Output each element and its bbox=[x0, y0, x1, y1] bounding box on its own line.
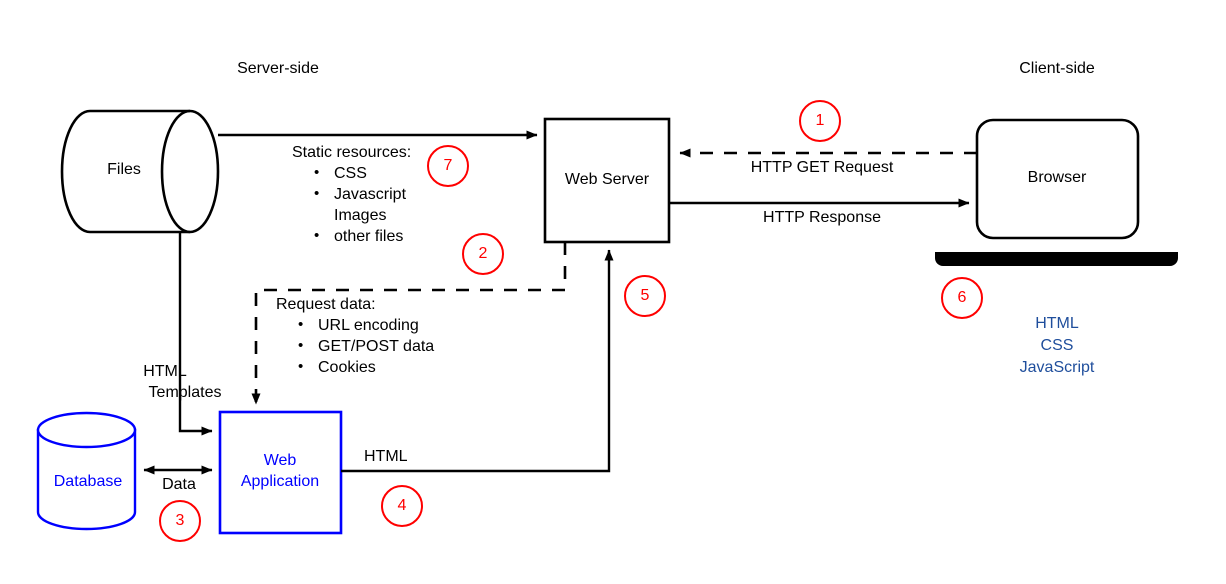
files-cylinder bbox=[60, 109, 220, 234]
list-item: CSS bbox=[314, 162, 411, 184]
list-item: Javascript bbox=[314, 183, 411, 205]
web-server-box bbox=[543, 117, 671, 244]
client-tech-javascript: JavaScript bbox=[1019, 359, 1095, 376]
list-item: GET/POST data bbox=[298, 335, 434, 357]
edge-label-http-response: HTTP Response bbox=[763, 209, 881, 226]
step-marker-4: 4 bbox=[381, 485, 423, 527]
request-data-list: Request data: URL encoding GET/POST data… bbox=[276, 294, 434, 378]
node-label-web-server: Web Server bbox=[564, 171, 650, 188]
list-item: other files bbox=[314, 225, 411, 247]
web-application-box bbox=[218, 410, 343, 535]
list-item: URL encoding bbox=[298, 314, 434, 336]
client-tech-css: CSS bbox=[1040, 337, 1074, 354]
edge-html bbox=[341, 249, 614, 473]
static-resources-list: Static resources: CSS Javascript Images … bbox=[292, 142, 411, 247]
database-cylinder bbox=[36, 411, 137, 531]
static-resources-header: Static resources: bbox=[292, 144, 412, 161]
edge-label-html-templates-line2: Templates bbox=[148, 384, 222, 401]
step-marker-2: 2 bbox=[462, 233, 504, 275]
request-data-header: Request data: bbox=[276, 296, 376, 313]
step-marker-1: 1 bbox=[799, 100, 841, 142]
edge-label-http-get-request: HTTP GET Request bbox=[750, 159, 894, 176]
node-label-web-application-line2: Application bbox=[240, 473, 320, 490]
edge-label-html: HTML bbox=[364, 448, 408, 465]
step-marker-3: 3 bbox=[159, 500, 201, 542]
client-tech-stack: HTML CSS JavaScript bbox=[1020, 313, 1095, 379]
list-item: Images bbox=[334, 207, 387, 224]
list-item: Cookies bbox=[298, 356, 434, 378]
edge-request-data bbox=[251, 242, 567, 405]
edge-html-templates bbox=[178, 232, 213, 436]
node-label-files: Files bbox=[107, 161, 141, 178]
step-marker-6: 6 bbox=[941, 277, 983, 319]
edge-label-html-templates-line1: HTML bbox=[143, 363, 187, 380]
node-label-web-application-line1: Web bbox=[263, 452, 297, 469]
edge-label-data: Data bbox=[162, 476, 196, 493]
step-marker-5: 5 bbox=[624, 275, 666, 317]
section-title-server-side: Server-side bbox=[237, 60, 319, 77]
section-title-client-side: Client-side bbox=[1019, 60, 1095, 77]
client-tech-html: HTML bbox=[1035, 315, 1079, 332]
static-resources-items: CSS Javascript Images other files bbox=[292, 162, 411, 247]
laptop-base bbox=[935, 252, 1178, 266]
step-marker-7: 7 bbox=[427, 145, 469, 187]
request-data-items: URL encoding GET/POST data Cookies bbox=[276, 314, 434, 378]
browser-box bbox=[975, 118, 1140, 240]
node-label-browser: Browser bbox=[1027, 169, 1087, 186]
node-label-database: Database bbox=[53, 473, 123, 490]
